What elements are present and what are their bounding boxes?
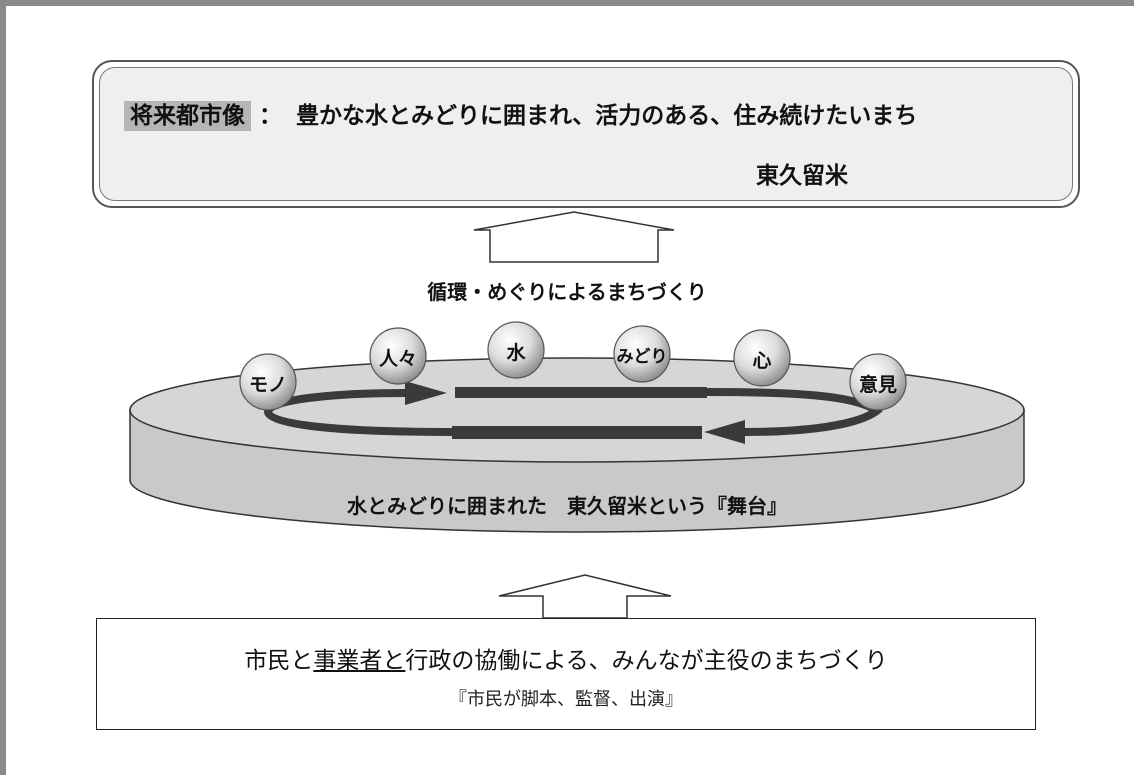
foundation-main: 市民と事業者と行政の協働による、みんなが主役のまちづくり xyxy=(97,641,1035,675)
element-label-opinion: 意見 xyxy=(858,374,897,396)
foundation-sub: 『市民が脚本、監督、出演』 xyxy=(449,689,683,710)
vision-text: 豊かな水とみどりに囲まれ、活力のある、住み続けたいまち xyxy=(296,103,918,129)
up-arrow-to-stage xyxy=(498,574,672,619)
foundation-main-part2: 行政の協働による、みんなが主役のまちづくり xyxy=(405,648,888,674)
foundation-main-underlined: 事業者と xyxy=(313,648,406,674)
stage-disc-top xyxy=(129,357,1025,463)
element-label-water: 水 xyxy=(506,342,526,364)
foundation-main-part1: 市民と xyxy=(244,648,314,674)
element-spheres xyxy=(239,321,907,411)
foundation-box: 市民と事業者と行政の協働による、みんなが主役のまちづくり 『市民が脚本、監督、出… xyxy=(96,618,1036,730)
stage-caption: 水とみどりに囲まれた 東久留米という『舞台』 xyxy=(347,494,787,518)
element-label-mono: モノ xyxy=(248,374,287,396)
cycle-caption: 循環・めぐりによるまちづくり xyxy=(427,280,707,304)
vision-separator: ： xyxy=(259,103,282,129)
vision-box xyxy=(92,60,1080,208)
vision-statement: 将来都市像 ： 豊かな水とみどりに囲まれ、活力のある、住み続けたいまち xyxy=(124,96,918,131)
vision-label: 将来都市像 xyxy=(124,101,251,131)
element-label-people: 人々 xyxy=(378,348,417,370)
element-label-heart: 心 xyxy=(752,350,772,372)
element-label-greenery: みどり xyxy=(616,347,668,367)
vision-place: 東久留米 xyxy=(756,163,848,189)
up-arrow-to-vision xyxy=(473,211,675,263)
